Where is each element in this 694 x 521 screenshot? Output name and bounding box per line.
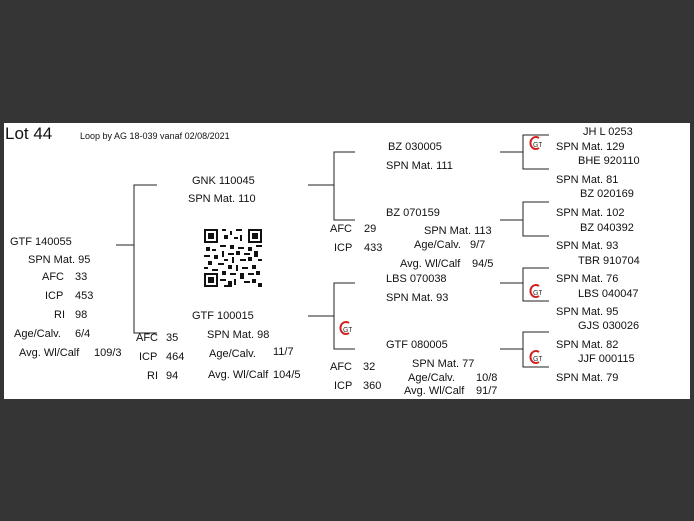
sire-dam-icp-label: ICP xyxy=(334,242,353,254)
animal-afc-label: AFC xyxy=(42,271,64,283)
gt-logo-icon: GT xyxy=(529,136,542,150)
dam-ri-value: 94 xyxy=(166,370,179,382)
sire-sire-id: BZ 030005 xyxy=(388,141,442,153)
gen3-3-spn: SPN Mat. 93 xyxy=(556,240,619,252)
gen3-3-id: BZ 040392 xyxy=(580,222,634,234)
dam-dam-age-value: 10/8 xyxy=(476,372,498,384)
lot-number: Lot 44 xyxy=(5,124,53,143)
gen3-7-spn: SPN Mat. 79 xyxy=(556,372,619,384)
dam-ri-label: RI xyxy=(147,370,158,382)
animal-id: GTF 140055 xyxy=(10,236,72,248)
gt-logo-icon: GT xyxy=(529,284,542,298)
sire-dam-id: BZ 070159 xyxy=(386,207,440,219)
gen3-6-spn: SPN Mat. 82 xyxy=(556,339,619,351)
dam-age-value: 11/7 xyxy=(273,346,294,358)
sire-dam-avg-label: Avg. Wl/Calf xyxy=(400,258,461,270)
lot-subtitle: Loop by AG 18-039 vanaf 02/08/2021 xyxy=(80,131,230,141)
dam-dam-spn: SPN Mat. 77 xyxy=(412,358,475,370)
dam-sire-id: LBS 070038 xyxy=(386,273,447,285)
dam-dam-icp-label: ICP xyxy=(334,380,353,392)
sire-dam-afc-value: 29 xyxy=(364,223,377,235)
animal-ri-value: 98 xyxy=(75,309,88,321)
sire-dam-avg-value: 94/5 xyxy=(472,258,494,270)
gen3-4-id: TBR 910704 xyxy=(578,255,640,267)
animal-age-value: 6/4 xyxy=(75,328,91,340)
dam-dam-afc-value: 32 xyxy=(363,361,376,373)
dam-avg-value: 104/5 xyxy=(273,369,301,381)
dam-dam-afc-label: AFC xyxy=(330,361,352,373)
dam-sire-spn: SPN Mat. 93 xyxy=(386,292,449,304)
qr-code xyxy=(204,229,262,287)
gen3-7-id: JJF 000115 xyxy=(578,353,635,365)
gt-logo-icon: GT xyxy=(339,321,352,335)
gen3-2-id: BZ 020169 xyxy=(580,188,634,200)
dam-afc-value: 35 xyxy=(166,332,179,344)
dam-afc-label: AFC xyxy=(136,332,158,344)
gt-logo-icon: GT xyxy=(529,350,542,364)
pedigree-sheet: Lot 44 Loop by AG 18-039 vanaf 02/08/202… xyxy=(4,123,690,399)
gen3-0-spn: SPN Mat. 129 xyxy=(556,141,625,153)
sire-dam-age-value: 9/7 xyxy=(470,239,486,251)
sire-dam-age-label: Age/Calv. xyxy=(414,239,461,251)
svg-text:GT: GT xyxy=(533,142,542,149)
svg-text:GT: GT xyxy=(533,356,542,363)
gen3-5-id: LBS 040047 xyxy=(578,288,639,300)
gen3-4-spn: SPN Mat. 76 xyxy=(556,273,619,285)
animal-avg-label: Avg. Wl/Calf xyxy=(19,347,80,359)
dam-age-label: Age/Calv. xyxy=(209,348,256,360)
animal-ri-label: RI xyxy=(54,309,65,321)
sire-dam-afc-label: AFC xyxy=(330,223,352,235)
dam-icp-label: ICP xyxy=(139,351,158,363)
dam-id: GTF 100015 xyxy=(192,310,254,322)
dam-dam-icp-value: 360 xyxy=(363,380,382,392)
dam-icp-value: 464 xyxy=(166,351,185,363)
dam-dam-id: GTF 080005 xyxy=(386,339,448,351)
dam-dam-avg-value: 91/7 xyxy=(476,385,498,397)
gen3-0-id: JH L 0253 xyxy=(583,126,633,138)
sire-spn: SPN Mat. 110 xyxy=(188,193,256,205)
animal-icp-label: ICP xyxy=(45,290,64,302)
gen3-1-spn: SPN Mat. 81 xyxy=(556,174,619,186)
animal-age-label: Age/Calv. xyxy=(14,328,61,340)
animal-icp-value: 453 xyxy=(75,290,94,302)
dam-dam-avg-label: Avg. Wl/Calf xyxy=(404,385,465,397)
gen3-1-id: BHE 920110 xyxy=(578,155,640,167)
sire-dam-icp-value: 433 xyxy=(364,242,383,254)
sire-dam-spn: SPN Mat. 113 xyxy=(424,225,492,237)
gen3-5-spn: SPN Mat. 95 xyxy=(556,306,619,318)
gen3-2-spn: SPN Mat. 102 xyxy=(556,207,625,219)
sire-sire-spn: SPN Mat. 111 xyxy=(386,160,453,172)
animal-avg-value: 109/3 xyxy=(94,347,122,359)
animal-afc-value: 33 xyxy=(75,271,88,283)
dam-dam-age-label: Age/Calv. xyxy=(408,372,455,384)
gen3-6-id: GJS 030026 xyxy=(578,320,640,332)
svg-text:GT: GT xyxy=(343,327,352,334)
sire-id: GNK 110045 xyxy=(192,175,255,187)
svg-text:GT: GT xyxy=(533,290,542,297)
animal-spn: SPN Mat. 95 xyxy=(28,254,91,266)
dam-avg-label: Avg. Wl/Calf xyxy=(208,369,269,381)
dam-spn: SPN Mat. 98 xyxy=(207,329,270,341)
pedigree-lines xyxy=(116,134,549,368)
